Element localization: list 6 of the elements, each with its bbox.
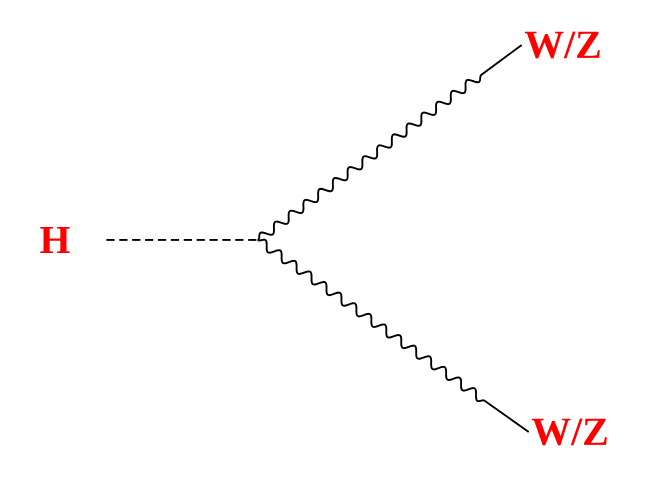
particle-label: H — [40, 226, 70, 254]
dashed-line — [106, 239, 258, 241]
particle-label: W/Z — [532, 418, 607, 446]
wavy-line — [257, 44, 522, 241]
wavy-line — [257, 238, 530, 433]
particle-label: W/Z — [524, 32, 600, 58]
